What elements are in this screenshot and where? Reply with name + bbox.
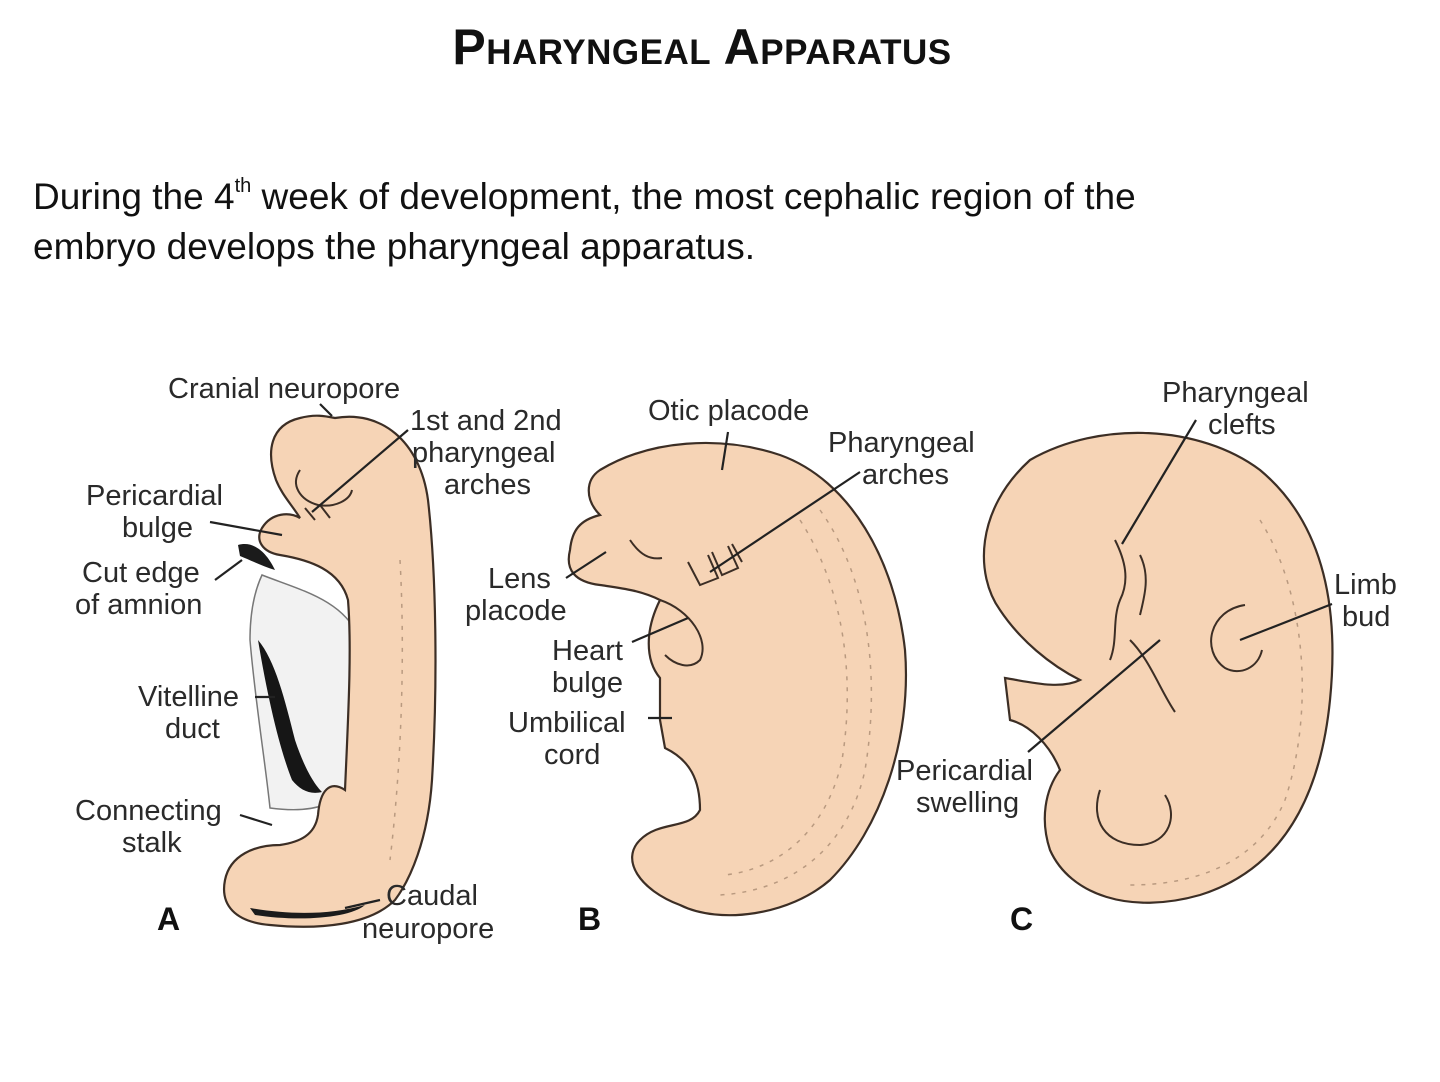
intro-part1: During the 4	[33, 176, 235, 217]
leader-limb	[1239, 602, 1333, 642]
leader-heart	[631, 616, 689, 644]
leader-lens	[565, 551, 607, 579]
label-lens-1: Lens	[488, 563, 551, 595]
label-arches-a-2: pharyngeal	[412, 437, 556, 469]
leader-clefts	[1121, 419, 1197, 545]
amnion-cut-edge	[238, 544, 275, 570]
embryo-c-clefts	[1109, 539, 1147, 661]
panel-letter-a: A	[157, 901, 180, 937]
label-umbilical-2: cord	[544, 739, 600, 771]
label-arches-a-1: 1st and 2nd	[410, 405, 562, 437]
label-connecting-1: Connecting	[75, 795, 222, 827]
label-limb-1: Limb	[1334, 569, 1397, 601]
label-pharyngeal-arches-b-1: Pharyngeal	[828, 427, 975, 459]
label-swelling-1: Pericardial	[896, 755, 1033, 787]
embryo-b: Otic placode Pharyngeal arches Lens plac…	[465, 395, 975, 937]
embryo-c-body	[982, 431, 1334, 904]
embryo-c-swelling	[1129, 639, 1176, 713]
label-clefts-1: Pharyngeal	[1162, 377, 1309, 409]
embryo-c: Pharyngeal clefts Limb bud Pericardial s…	[896, 377, 1397, 937]
leader-cranial-neuropore	[319, 403, 333, 417]
embryo-a-body	[223, 414, 437, 928]
embryo-a-arch-marks	[304, 504, 331, 521]
embryo-b-heart-fold	[659, 599, 704, 667]
label-vitelline-1: Vitelline	[138, 681, 239, 713]
vitelline-dark-band	[258, 640, 322, 793]
intro-text: During the 4th week of development, the …	[33, 172, 1413, 272]
label-limb-2: bud	[1342, 601, 1390, 633]
leader-arches-a	[311, 429, 409, 513]
embryo-a-somites	[389, 559, 404, 861]
leader-pharyngeal-arches-b	[709, 471, 861, 573]
intro-line2: embryo develops the pharyngeal apparatus…	[33, 226, 755, 267]
embryo-c-somites	[1129, 519, 1303, 886]
label-vitelline-2: duct	[165, 713, 220, 745]
label-heart-2: bulge	[552, 667, 623, 699]
label-umbilical-1: Umbilical	[508, 707, 626, 739]
leader-otic	[720, 431, 730, 471]
label-clefts-2: clefts	[1208, 409, 1276, 441]
label-caudal-2: neuropore	[362, 913, 494, 945]
leader-pericardial-bulge	[209, 520, 283, 537]
label-heart-1: Heart	[552, 635, 623, 667]
leader-connecting	[239, 813, 273, 827]
embryo-a: Cranial neuropore 1st and 2nd pharyngeal…	[75, 373, 562, 945]
slide-title: Pharyngeal Apparatus	[452, 19, 952, 75]
panel-letter-c: C	[1010, 901, 1033, 937]
embryo-a-cranial-fold	[295, 469, 353, 507]
intro-superscript: th	[234, 175, 252, 197]
label-lens-2: placode	[465, 595, 567, 627]
leader-cut-edge	[214, 559, 243, 581]
embryo-b-lens-fold	[629, 539, 663, 560]
label-connecting-2: stalk	[122, 827, 182, 859]
panel-letter-b: B	[578, 901, 601, 937]
label-otic-placode: Otic placode	[648, 395, 809, 427]
label-swelling-2: swelling	[916, 787, 1019, 819]
label-cranial-neuropore: Cranial neuropore	[168, 373, 400, 405]
leader-swelling	[1027, 639, 1161, 753]
intro-part2: week of development, the most cephalic r…	[251, 176, 1136, 217]
embryo-c-tail-loop	[1095, 789, 1172, 847]
label-pericardial-bulge-2: bulge	[122, 512, 193, 544]
embryo-c-limb-bud	[1210, 604, 1263, 673]
label-arches-a-3: arches	[444, 469, 531, 501]
label-caudal-1: Caudal	[386, 880, 478, 912]
label-cut-edge-2: of amnion	[75, 589, 202, 621]
label-pharyngeal-arches-b-2: arches	[862, 459, 949, 491]
label-cut-edge-1: Cut edge	[82, 557, 200, 589]
leader-caudal	[344, 898, 381, 910]
caudal-neuropore-edge	[250, 905, 365, 919]
label-pericardial-bulge-1: Pericardial	[86, 480, 223, 512]
